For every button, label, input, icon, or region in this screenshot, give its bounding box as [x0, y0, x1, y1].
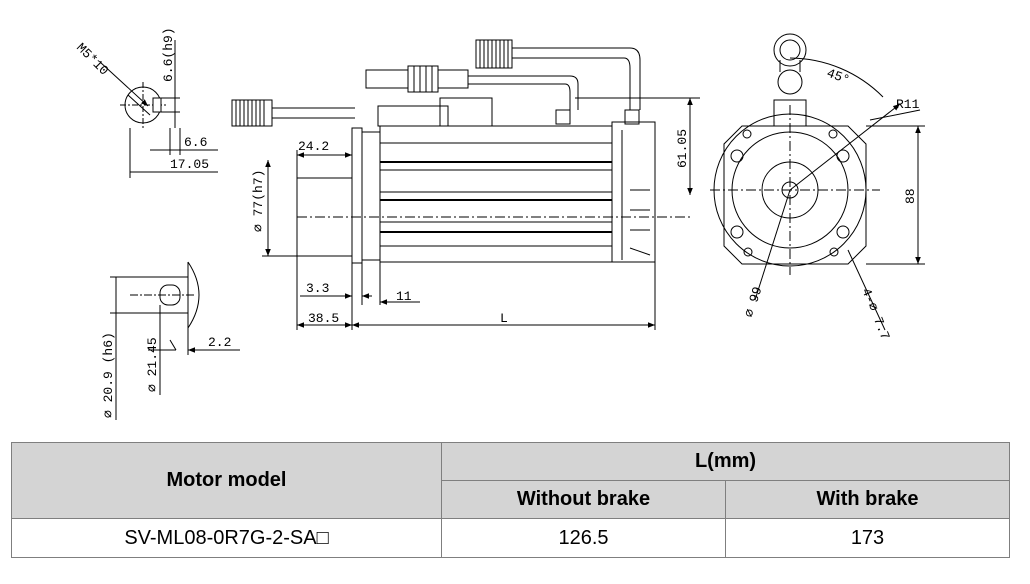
cable-connector-knurls	[235, 40, 509, 126]
shaft-end-view	[99, 40, 218, 178]
cell-without-brake: 126.5	[441, 518, 726, 558]
flange-step-label: 24.2	[298, 139, 329, 154]
motor-side-view	[231, 39, 700, 330]
motor-spec-table: Motor model L(mm) Without brake With bra…	[11, 442, 1011, 558]
dim-38-5-label: 38.5	[308, 311, 339, 326]
radius-label: R11	[896, 97, 920, 112]
angle-label: 45°	[825, 66, 852, 88]
dim-3-3-label: 3.3	[306, 281, 329, 296]
shaft-diameter-label: ⌀ 20.9 (h6)	[101, 332, 116, 418]
length-l-label: L	[500, 311, 508, 326]
thread-label: M5*10	[73, 40, 111, 78]
header-with-brake: With brake	[724, 480, 1011, 519]
cell-with-brake: 173	[724, 518, 1011, 558]
header-without-brake: Without brake	[441, 480, 726, 519]
keyway-tolerance-label: 6.6(h9)	[161, 27, 176, 82]
header-length: L(mm)	[440, 442, 1011, 481]
header-motor-model: Motor model	[11, 442, 442, 519]
square-size-label: 88	[903, 188, 918, 204]
shaft-length-label: 17.05	[170, 157, 209, 172]
table-row: SV-ML08-0R7G-2-SA□ 126.5 173	[11, 518, 1011, 558]
shaft-detail-view	[110, 261, 240, 420]
connector-height-label: 61.05	[675, 129, 690, 168]
motor-dimension-drawing: M5*10 6.6(h9) 6.6 17.05	[73, 27, 925, 420]
cell-model: SV-ML08-0R7G-2-SA□	[11, 518, 442, 558]
dim-11-label: 11	[396, 289, 412, 304]
key-width-label: 6.6	[184, 135, 207, 150]
pcd-label: ⌀ 99	[742, 285, 766, 319]
flange-diameter-label: ⌀ 77(h7)	[251, 170, 266, 232]
motor-front-view	[710, 33, 925, 331]
bore-diameter-label: ⌀ 21.45	[145, 337, 160, 392]
dim-2-2-label: 2.2	[208, 335, 231, 350]
mount-holes-label: 4-⌀ 7.7	[858, 286, 892, 342]
